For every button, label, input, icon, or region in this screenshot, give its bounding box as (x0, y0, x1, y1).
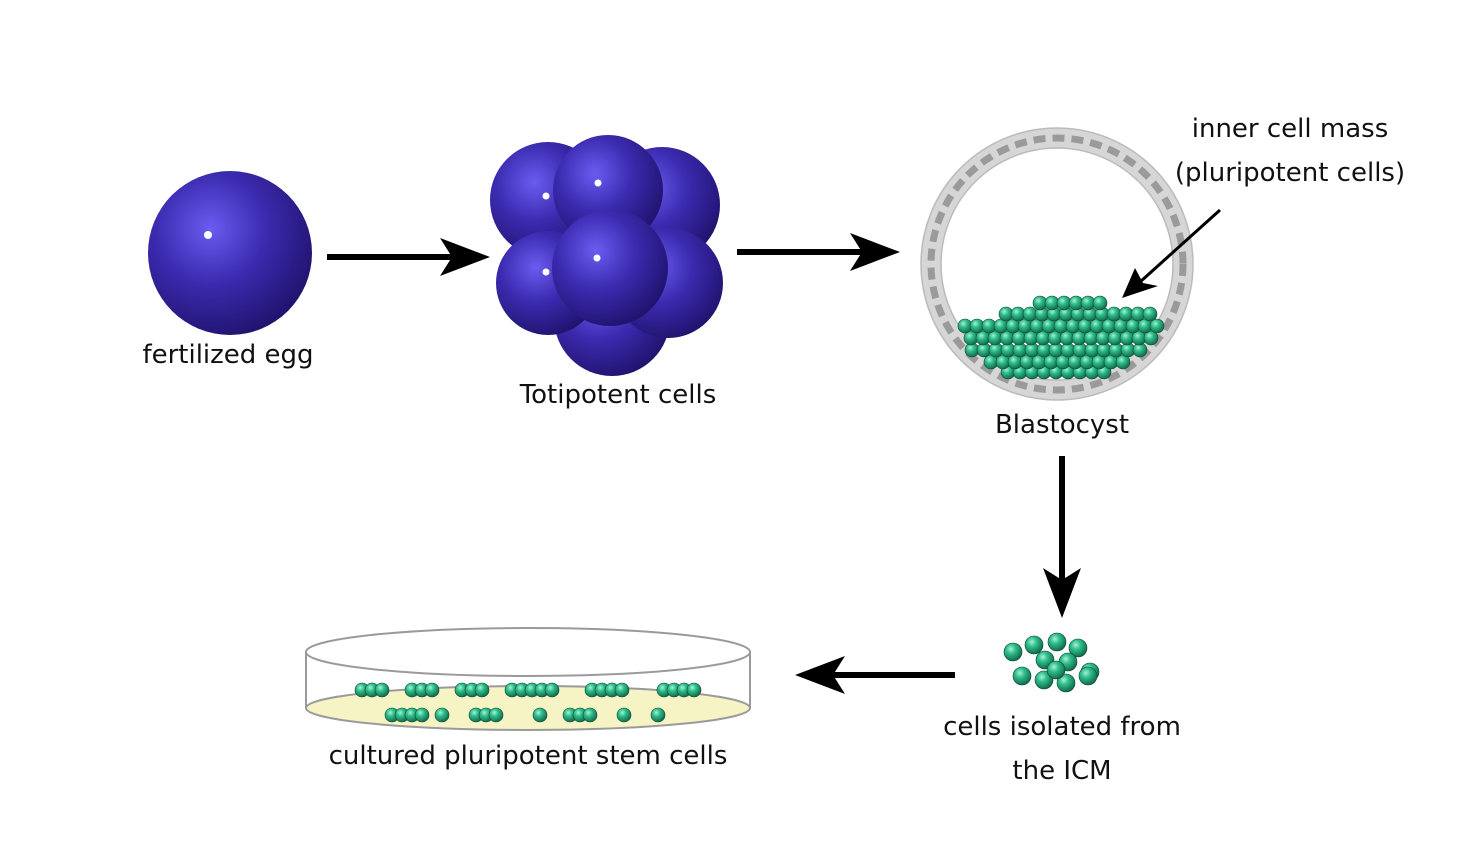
label-blastocyst: Blastocyst (994, 410, 1130, 440)
arrow-blastocyst-to-isolated (1043, 456, 1081, 618)
green-cell (614, 682, 630, 698)
label-inner-cell-mass: inner cell mass (1191, 114, 1389, 144)
fertilized-egg (148, 171, 312, 335)
green-cell (1143, 330, 1159, 346)
green-cell (1003, 642, 1023, 662)
green-cell (532, 707, 548, 723)
totipotent-cells (490, 135, 723, 376)
green-cell (1149, 318, 1165, 334)
green-cell (650, 707, 666, 723)
arrow-isolated-to-dish (795, 656, 955, 694)
green-cell (1142, 306, 1158, 322)
green-cell (488, 707, 504, 723)
green-cell (1068, 638, 1088, 658)
green-cell (1034, 670, 1054, 690)
green-cell (474, 682, 490, 698)
green-cell (1056, 673, 1076, 693)
green-cell (582, 707, 598, 723)
green-cell (1078, 666, 1098, 686)
green-cell (434, 707, 450, 723)
green-cell (414, 707, 430, 723)
blastocyst (920, 127, 1194, 401)
arrow-egg-to-totipotent (327, 238, 490, 276)
icm-pointer-arrow (1122, 208, 1222, 298)
green-cell (1024, 635, 1044, 655)
label-pluripotent-cells: (pluripotent cells) (1174, 158, 1406, 188)
green-cell (616, 707, 632, 723)
green-cell (424, 682, 440, 698)
green-cell (1046, 660, 1066, 680)
green-cell (544, 682, 560, 698)
isolated-cells (1003, 632, 1100, 693)
label-fertilized-egg: fertilized egg (142, 340, 314, 370)
green-cell (374, 682, 390, 698)
culture-dish (305, 627, 751, 731)
arrow-totipotent-to-blastocyst (737, 233, 900, 271)
label-totipotent-cells: Totipotent cells (519, 380, 717, 410)
green-cell (686, 682, 702, 698)
green-cell (1092, 295, 1108, 311)
inner-cell-mass (957, 295, 1165, 380)
label-the-icm: the ICM (1012, 756, 1112, 786)
green-cell (1047, 632, 1067, 652)
green-cell (1012, 666, 1032, 686)
label-cells-isolated: cells isolated from (943, 712, 1181, 742)
cultured-cells (354, 682, 702, 723)
label-cultured-stem-cells: cultured pluripotent stem cells (328, 741, 728, 771)
